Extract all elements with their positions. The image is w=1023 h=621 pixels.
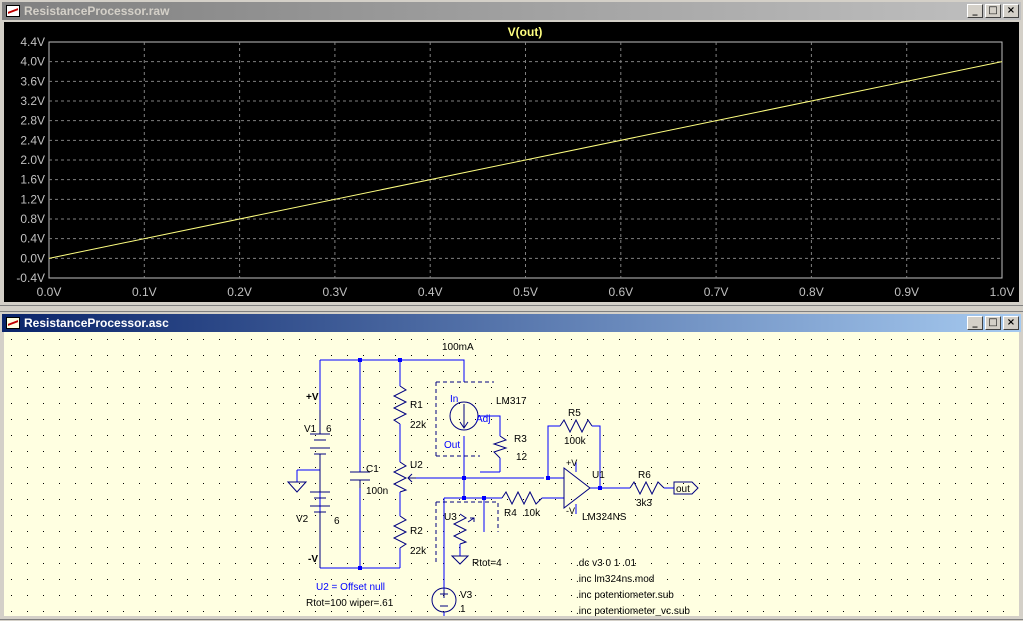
x-tick-label: 0.0V bbox=[37, 285, 62, 299]
offset-note: U2 = Offset null bbox=[316, 582, 385, 593]
close-button[interactable]: × bbox=[1003, 4, 1019, 18]
v3-label: V3 bbox=[460, 590, 473, 601]
y-tick-label: 2.4V bbox=[20, 133, 45, 147]
maximize-button[interactable]: □ bbox=[985, 316, 1001, 330]
junction-dots bbox=[358, 358, 602, 570]
r2-value: 22k bbox=[410, 546, 427, 557]
y-tick-label: 0.4V bbox=[20, 232, 45, 246]
chart-title[interactable]: V(out) bbox=[508, 25, 543, 39]
schematic-window-titlebar[interactable]: ResistanceProcessor.asc _ □ × bbox=[2, 314, 1021, 332]
x-tick-label: 0.5V bbox=[513, 285, 538, 299]
x-tick-label: 0.2V bbox=[227, 285, 252, 299]
r1-label: R1 bbox=[410, 400, 423, 411]
schematic-canvas[interactable]: 100mA LM317 In Adj Out R1 22k R2 22k R3 … bbox=[4, 332, 1019, 621]
opamp-minus-v: -V bbox=[566, 506, 575, 516]
out-net-label: out bbox=[676, 484, 690, 495]
y-tick-label: 4.0V bbox=[20, 55, 45, 69]
x-tick-label: 1.0V bbox=[990, 285, 1015, 299]
y-tick-label: 0.0V bbox=[20, 251, 45, 265]
waveform-icon bbox=[6, 5, 20, 17]
u1-model: LM324NS bbox=[582, 512, 627, 523]
r4-value: 10k bbox=[524, 508, 541, 519]
u2-params: Rtot=100 wiper=.61 bbox=[306, 598, 394, 609]
r4-label: R4 bbox=[504, 508, 517, 519]
wires bbox=[296, 359, 674, 620]
in-pin-label: In bbox=[450, 394, 458, 405]
directive-inc-pot-vc[interactable]: .inc potentiometer_vc.sub bbox=[576, 606, 690, 617]
r2-label: R2 bbox=[410, 526, 423, 537]
x-tick-label: 0.1V bbox=[132, 285, 157, 299]
rtot4-label: Rtot=4 bbox=[472, 558, 502, 569]
x-tick-label: 0.4V bbox=[418, 285, 443, 299]
v3-value: 1 bbox=[460, 604, 466, 615]
y-tick-label: 3.6V bbox=[20, 74, 45, 88]
minus-v-label: -V bbox=[308, 554, 318, 565]
minimize-button[interactable]: _ bbox=[967, 316, 983, 330]
plot-window[interactable]: ResistanceProcessor.raw _ □ × V(out) 4.4… bbox=[0, 0, 1023, 306]
opamp-plus-v: +V bbox=[566, 458, 577, 468]
chart-series bbox=[48, 61, 1003, 259]
minimize-button[interactable]: _ bbox=[967, 4, 983, 18]
y-tick-label: 4.4V bbox=[20, 35, 45, 49]
y-tick-label: 2.8V bbox=[20, 114, 45, 128]
r5-label: R5 bbox=[568, 408, 581, 419]
vout-trace[interactable] bbox=[48, 61, 1003, 259]
current-label: 100mA bbox=[442, 342, 474, 353]
r6-label: R6 bbox=[638, 470, 651, 481]
chart-grid bbox=[48, 41, 1003, 279]
r1-value: 22k bbox=[410, 420, 427, 431]
u2-label: U2 bbox=[410, 460, 423, 471]
r6-value: 3k3 bbox=[636, 498, 653, 509]
x-axis[interactable]: 0.0V 0.1V 0.2V 0.3V 0.4V 0.5V 0.6V 0.7V 0.8V 0.9V… bbox=[37, 285, 1015, 299]
schematic-window-title: ResistanceProcessor.asc bbox=[24, 316, 169, 330]
directive-inc-pot[interactable]: .inc potentiometer.sub bbox=[576, 590, 674, 601]
lm317-label: LM317 bbox=[496, 396, 527, 407]
plot-window-titlebar[interactable]: ResistanceProcessor.raw _ □ × bbox=[2, 2, 1021, 20]
c1-label: C1 bbox=[366, 464, 379, 475]
plot-window-title: ResistanceProcessor.raw bbox=[24, 4, 170, 18]
r3-value: 12 bbox=[516, 452, 528, 463]
y-tick-label: 1.6V bbox=[20, 173, 45, 187]
y-tick-label: 0.8V bbox=[20, 212, 45, 226]
spice-directives[interactable]: .dc v3 0 1 .01 .inc lm324ns.mod .inc pot… bbox=[576, 558, 690, 617]
x-tick-label: 0.6V bbox=[608, 285, 633, 299]
y-tick-label: -0.4V bbox=[16, 271, 45, 285]
v1-value: 6 bbox=[326, 424, 332, 435]
directive-dc[interactable]: .dc v3 0 1 .01 bbox=[576, 558, 636, 569]
grid-dots bbox=[4, 332, 1019, 616]
v2-value: 6 bbox=[334, 516, 340, 527]
x-tick-label: 0.7V bbox=[704, 285, 729, 299]
y-axis[interactable]: 4.4V 4.0V 3.6V 3.2V 2.8V 2.4V 2.0V 1.6V 1.2V 0.8V… bbox=[16, 35, 45, 285]
v2-label: V2 bbox=[296, 514, 309, 525]
schematic-window[interactable]: ResistanceProcessor.asc _ □ × bbox=[0, 311, 1023, 621]
directive-inc-lm324[interactable]: .inc lm324ns.mod bbox=[576, 574, 654, 585]
component-labels: 100mA LM317 In Adj Out R1 22k R2 22k R3 … bbox=[296, 342, 690, 615]
y-tick-label: 2.0V bbox=[20, 153, 45, 167]
components bbox=[286, 381, 699, 621]
u1-label: U1 bbox=[592, 470, 605, 481]
r3-label: R3 bbox=[514, 434, 527, 445]
plot-area[interactable]: V(out) 4.4V 4.0V 3.6V 3.2V 2.8V 2.4V 2.0V 1.6V 1… bbox=[4, 22, 1019, 302]
x-tick-label: 0.9V bbox=[894, 285, 919, 299]
y-tick-label: 1.2V bbox=[20, 192, 45, 206]
r5-value: 100k bbox=[564, 436, 587, 447]
waveform-chart[interactable]: V(out) 4.4V 4.0V 3.6V 3.2V 2.8V 2.4V 2.0V 1.6V 1… bbox=[4, 22, 1019, 302]
schematic-drawing[interactable]: 100mA LM317 In Adj Out R1 22k R2 22k R3 … bbox=[4, 332, 1019, 621]
maximize-button[interactable]: □ bbox=[985, 4, 1001, 18]
x-tick-label: 0.3V bbox=[323, 285, 348, 299]
out-pin-label: Out bbox=[444, 440, 460, 451]
x-tick-label: 0.8V bbox=[799, 285, 824, 299]
y-tick-label: 3.2V bbox=[20, 94, 45, 108]
plus-v-label: +V bbox=[306, 392, 319, 403]
schematic-icon bbox=[6, 317, 20, 329]
adj-pin-label: Adj bbox=[476, 414, 490, 425]
c1-value: 100n bbox=[366, 486, 388, 497]
u3-label: U3 bbox=[444, 512, 457, 523]
close-button[interactable]: × bbox=[1003, 316, 1019, 330]
v1-label: V1 bbox=[304, 424, 317, 435]
